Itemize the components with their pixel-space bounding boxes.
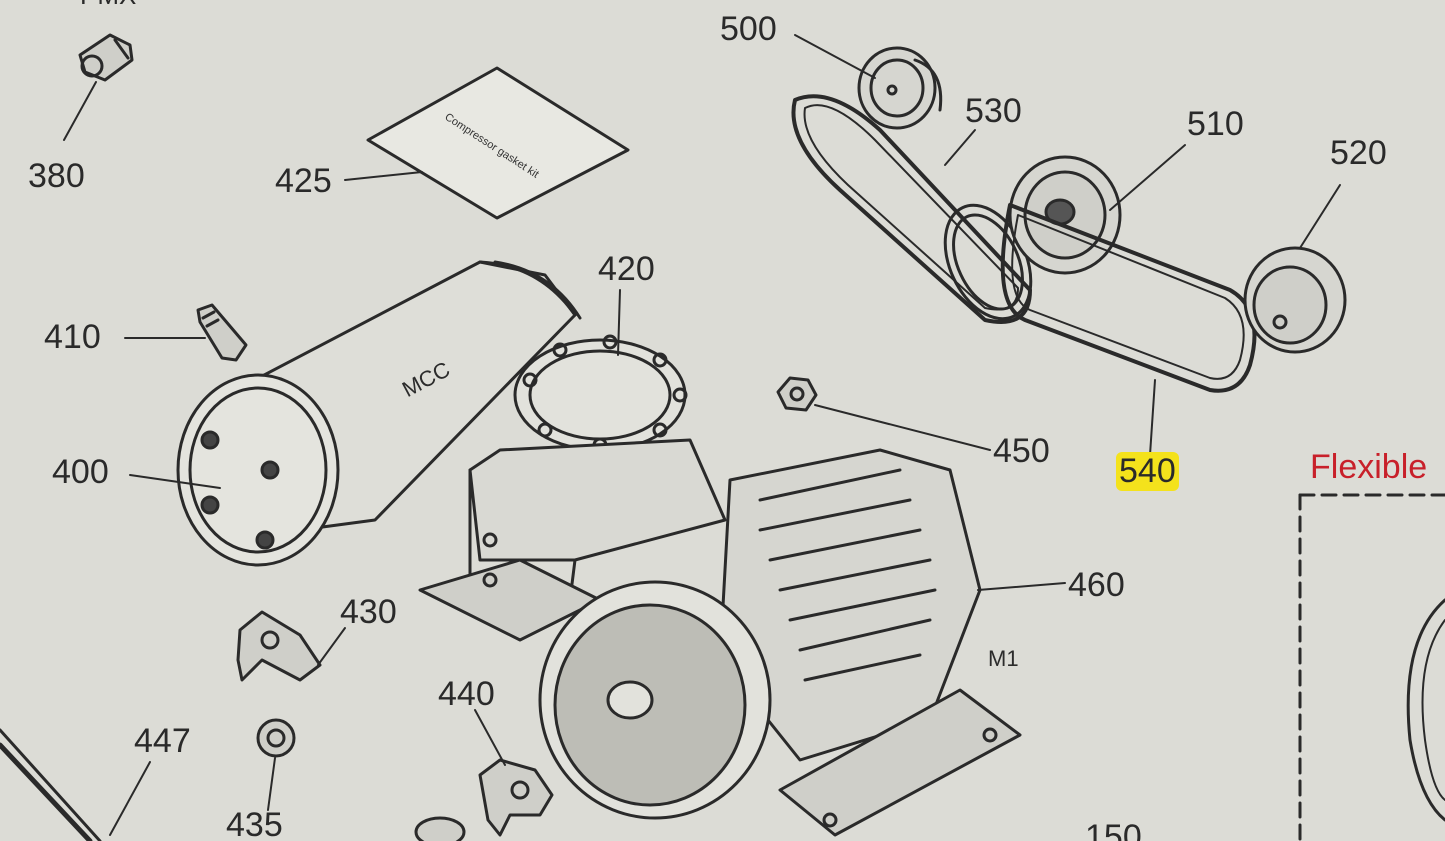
callout-460: 460	[1068, 566, 1125, 604]
callout-400: 400	[52, 453, 109, 491]
pulley-520	[1243, 246, 1347, 354]
pmx-fitting	[78, 33, 134, 82]
part-410	[196, 303, 248, 362]
drive-motor-m1	[538, 448, 1022, 837]
leader-460	[977, 582, 1066, 591]
callout-420: 420	[598, 250, 655, 288]
leader-400	[129, 474, 221, 489]
callout-500: 500	[720, 10, 777, 48]
gasket-kit-card	[366, 66, 630, 220]
flexible-section-frame	[1298, 493, 1445, 841]
callout-pmx: PMX	[80, 0, 136, 11]
callout-510: 510	[1187, 105, 1244, 143]
drive-motor-label: M1	[988, 646, 1019, 671]
leader-420	[617, 289, 621, 356]
callout-430: 430	[340, 593, 397, 631]
callout-530: 530	[965, 92, 1022, 130]
compressor-body	[418, 438, 727, 642]
callout-520: 520	[1330, 134, 1387, 172]
leader-425	[344, 171, 423, 181]
pulley-510	[1008, 155, 1122, 275]
callout-435: 435	[226, 806, 283, 841]
nut-435	[256, 718, 296, 758]
callout-440: 440	[438, 675, 495, 713]
fitting-440	[478, 758, 554, 837]
pipe-447	[0, 728, 102, 841]
leader-380	[63, 81, 97, 141]
mcc-motor	[176, 260, 582, 567]
callout-540-highlighted: 540	[1116, 452, 1179, 491]
callout-425: 425	[275, 162, 332, 200]
compressor-head	[513, 334, 688, 453]
leader-450	[814, 404, 991, 451]
callout-450: 450	[993, 432, 1050, 470]
callout-150: 150	[1085, 818, 1142, 841]
callout-410: 410	[44, 318, 101, 356]
fitting-430	[236, 610, 322, 682]
leader-530	[944, 129, 976, 166]
leader-430	[317, 627, 346, 666]
leader-500	[794, 34, 876, 79]
leader-435	[267, 757, 276, 811]
flexible-section-title: Flexible	[1310, 448, 1428, 486]
leader-510	[1109, 144, 1186, 211]
leader-440	[474, 709, 506, 766]
leader-447	[109, 761, 151, 836]
callout-380: 380	[28, 157, 85, 195]
callout-447: 447	[134, 722, 191, 760]
leader-540	[1149, 379, 1156, 456]
pulley-500	[857, 46, 943, 130]
leader-520	[1299, 184, 1341, 249]
nut-450	[776, 376, 818, 412]
part-150-partial	[414, 816, 466, 841]
